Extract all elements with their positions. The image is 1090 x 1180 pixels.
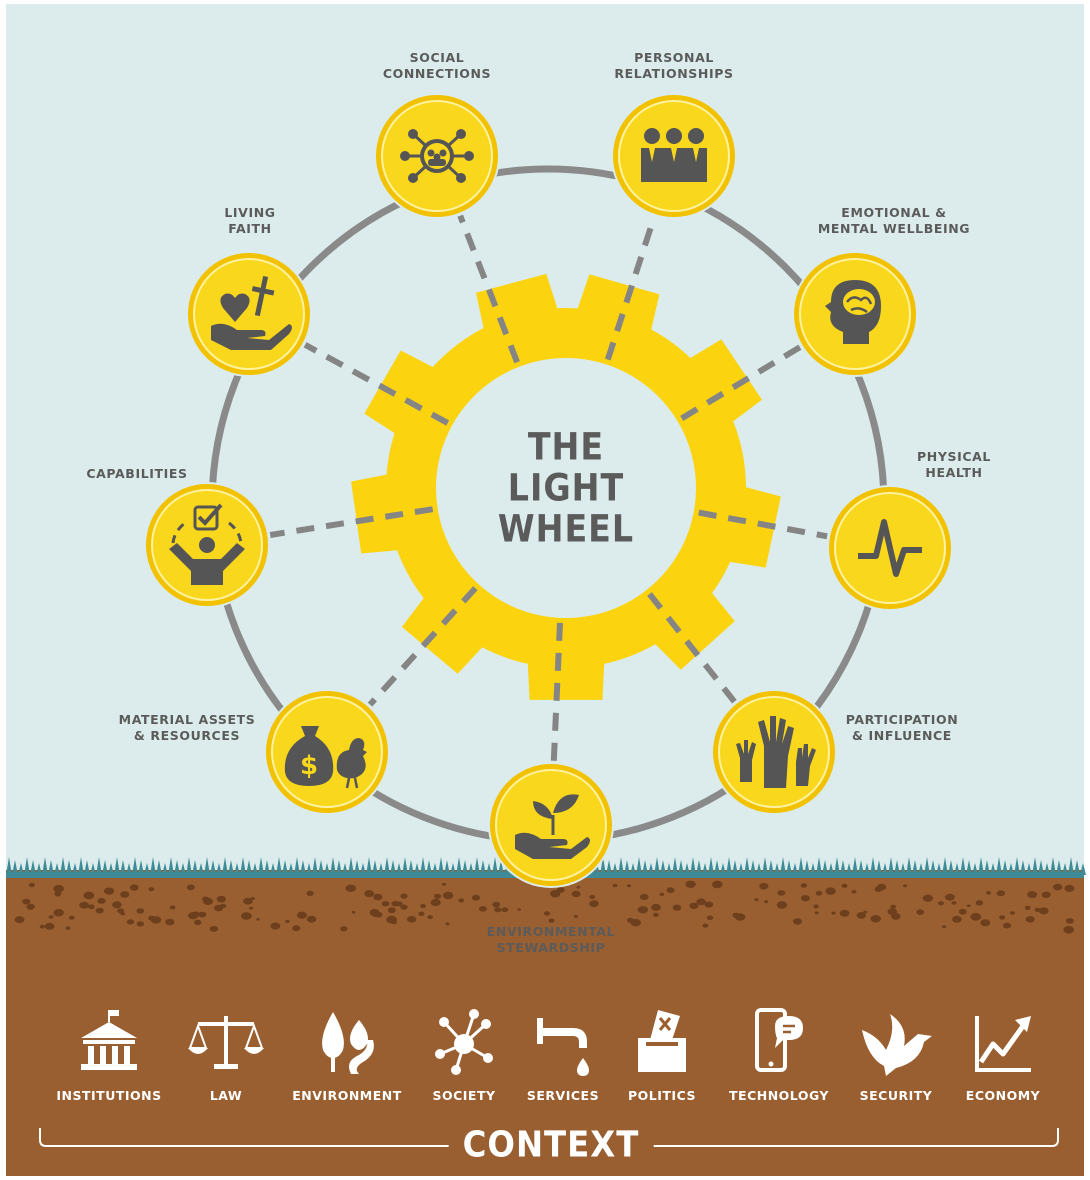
social-network-icon bbox=[400, 129, 474, 183]
context-label-politics: POLITICS bbox=[628, 1088, 696, 1103]
label-material-assets: MATERIAL ASSETS & RESOURCES bbox=[118, 712, 256, 743]
wheel-title: THE LIGHT WHEEL bbox=[497, 425, 635, 551]
context-label-security: SECURITY bbox=[859, 1088, 933, 1103]
people-group-icon bbox=[641, 128, 707, 182]
soil-pebbles bbox=[14, 880, 1075, 934]
spoke-line bbox=[680, 344, 802, 421]
gear-shape bbox=[351, 273, 781, 700]
label-personal-relationships: PERSONAL RELATIONSHIPS bbox=[614, 50, 734, 81]
label-participation-influence: PARTICIPATION & INFLUENCE bbox=[845, 712, 959, 743]
badge-7 bbox=[144, 482, 270, 608]
spoke-line bbox=[550, 622, 563, 762]
context-label-economy: ECONOMY bbox=[965, 1088, 1041, 1103]
badge-0 bbox=[374, 93, 500, 219]
context-label-institutions: INSTITUTIONS bbox=[56, 1088, 162, 1103]
water-tap-icon bbox=[537, 1018, 589, 1076]
scales-icon bbox=[188, 1016, 264, 1069]
badge-8 bbox=[186, 251, 312, 377]
badge-3 bbox=[827, 485, 953, 611]
gear-hub bbox=[436, 358, 696, 618]
context-label-environment: ENVIRONMENT bbox=[292, 1088, 402, 1103]
head-brain-icon bbox=[825, 280, 881, 344]
spoke-line bbox=[367, 586, 478, 707]
raised-hands-icon bbox=[736, 716, 816, 788]
context-icons bbox=[81, 1008, 1031, 1076]
hand-heart-cross-icon bbox=[211, 276, 292, 350]
label-social-connections: SOCIAL CONNECTIONS bbox=[382, 50, 492, 81]
soil-ground bbox=[6, 857, 1086, 1176]
label-emotional-mental-wellbeing: EMOTIONAL & MENTAL WELLBEING bbox=[817, 205, 971, 236]
spoke-line bbox=[303, 342, 450, 426]
badge-2 bbox=[792, 251, 918, 377]
label-environmental-stewardship: ENVIRONMENTAL STEWARDSHIP bbox=[486, 924, 616, 955]
context-label-services: SERVICES bbox=[526, 1088, 600, 1103]
label-capabilities: CAPABILITIES bbox=[86, 466, 188, 481]
ballot-box-icon bbox=[638, 1010, 686, 1072]
context-label-law: LAW bbox=[209, 1088, 243, 1103]
label-living-faith: LIVING FAITH bbox=[224, 205, 276, 236]
money-bag-chicken-icon: $ bbox=[284, 726, 367, 789]
spoke-line bbox=[269, 506, 434, 538]
hand-sprout-icon bbox=[515, 794, 590, 859]
heartbeat-icon bbox=[858, 519, 922, 577]
svg-text:$: $ bbox=[300, 751, 318, 781]
context-title: CONTEXT bbox=[448, 1124, 654, 1166]
context-label-society: SOCIETY bbox=[432, 1088, 496, 1103]
mobile-phone-icon bbox=[755, 1008, 803, 1072]
badge-6: $ bbox=[264, 689, 390, 815]
institution-building-icon bbox=[81, 1010, 137, 1070]
person-checkbox-icon bbox=[169, 503, 245, 585]
spoke-line bbox=[647, 592, 737, 704]
badge-5 bbox=[488, 762, 614, 888]
dove-icon bbox=[862, 1014, 932, 1076]
spoke-badges: $ bbox=[144, 93, 953, 888]
growth-chart-icon bbox=[975, 1016, 1031, 1072]
badge-4 bbox=[711, 689, 837, 815]
trees-river-icon bbox=[322, 1012, 374, 1074]
spoke-line bbox=[457, 214, 520, 364]
label-physical-health: PHYSICAL HEALTH bbox=[917, 449, 991, 480]
badge-1 bbox=[611, 93, 737, 219]
spoke-line bbox=[604, 215, 658, 361]
spoke-line bbox=[698, 509, 828, 540]
network-nodes-icon bbox=[435, 1009, 493, 1075]
context-label-technology: TECHNOLOGY bbox=[729, 1088, 829, 1103]
dashed-spokes bbox=[269, 214, 828, 762]
